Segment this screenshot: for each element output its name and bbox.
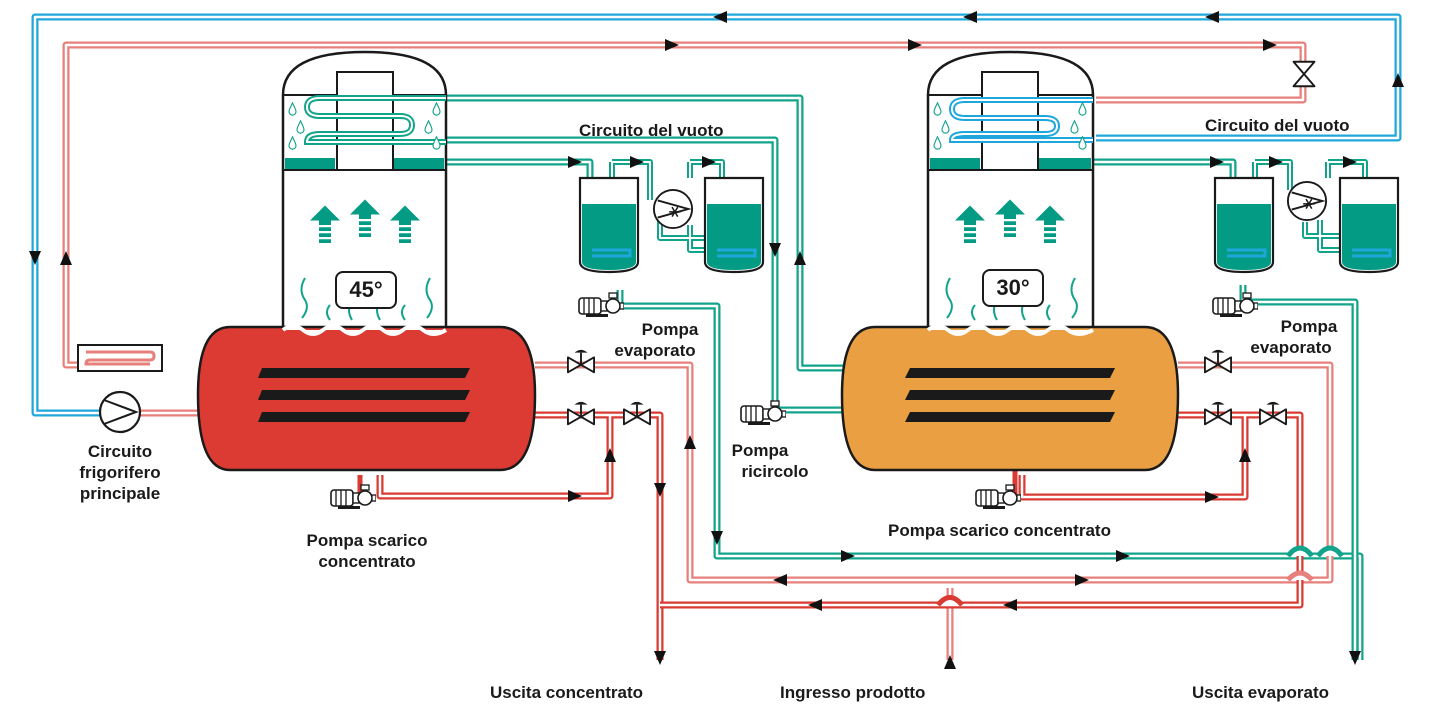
label-evaporate-pump-right-line1: Pompa bbox=[1280, 317, 1338, 336]
label-recirculation-pump-line2: ricircolo bbox=[741, 462, 809, 481]
label-evaporate-pump-left: Pompa evaporato bbox=[600, 319, 710, 361]
label-evaporate-pump-left-line1: Pompa bbox=[641, 320, 699, 339]
main-refrigeration-equipment bbox=[77, 344, 163, 434]
label-discharge-pump-left-line2: concentrato bbox=[318, 552, 416, 571]
cold-refrigerant-loop bbox=[31, 13, 1402, 417]
valve-icon bbox=[1203, 348, 1233, 374]
vacuum-pump-right-icon bbox=[1286, 180, 1328, 222]
heat-waves-right bbox=[945, 277, 1078, 321]
evaporator-right bbox=[840, 50, 1180, 472]
label-vacuum-circuit-left: Circuito del vuoto bbox=[579, 121, 724, 140]
valve-icon bbox=[566, 348, 596, 374]
label-discharge-pump-right: Pompa scarico concentrato bbox=[888, 521, 1111, 540]
label-evaporate-pump-right: Pompa evaporato bbox=[1236, 316, 1346, 358]
valve-icon bbox=[1203, 400, 1233, 426]
expansion-valve-icon bbox=[1292, 60, 1316, 88]
valve-icon bbox=[1258, 400, 1288, 426]
evaporate-pump-left-icon bbox=[578, 292, 624, 318]
label-evaporate-outlet: Uscita evaporato bbox=[1192, 683, 1329, 702]
label-discharge-pump-left: Pompa scarico concentrato bbox=[282, 530, 452, 572]
label-discharge-pump-left-line1: Pompa scarico bbox=[306, 531, 428, 550]
recirculation-pump-icon bbox=[740, 400, 786, 426]
valve-icon bbox=[566, 400, 596, 426]
valve-icon bbox=[622, 400, 652, 426]
label-recirculation-pump-line1: Pompa bbox=[731, 441, 789, 460]
evaporator-left bbox=[196, 50, 537, 472]
evaporate-pump-right-icon bbox=[1212, 292, 1258, 318]
temperature-left: 45° bbox=[335, 271, 397, 309]
label-evaporate-pump-left-line2: evaporato bbox=[614, 341, 696, 360]
label-main-refrigeration-circuit: Circuito frigorifero principale bbox=[60, 441, 180, 504]
discharge-pump-left-icon bbox=[330, 484, 376, 510]
label-recirculation-pump: Pompa ricircolo bbox=[720, 440, 830, 482]
pipe-crossings bbox=[1286, 545, 1344, 558]
vacuum-circuit-right-equipment bbox=[1212, 176, 1400, 318]
label-main-circuit-line2: frigorifero bbox=[79, 463, 161, 482]
label-concentrate-outlet: Uscita concentrato bbox=[490, 683, 644, 702]
label-vacuum-circuit-right: Circuito del vuoto bbox=[1205, 116, 1350, 135]
label-main-circuit-line1: Circuito bbox=[87, 442, 153, 461]
label-product-inlet: Ingresso prodotto bbox=[780, 683, 926, 702]
label-main-circuit-line3: principale bbox=[79, 484, 161, 503]
label-evaporate-pump-right-line2: evaporato bbox=[1250, 338, 1332, 357]
vacuum-circuit-left-equipment bbox=[578, 176, 765, 318]
temperature-right: 30° bbox=[982, 269, 1044, 307]
discharge-pump-right-icon bbox=[975, 484, 1021, 510]
vacuum-pump-left-icon bbox=[652, 188, 694, 230]
